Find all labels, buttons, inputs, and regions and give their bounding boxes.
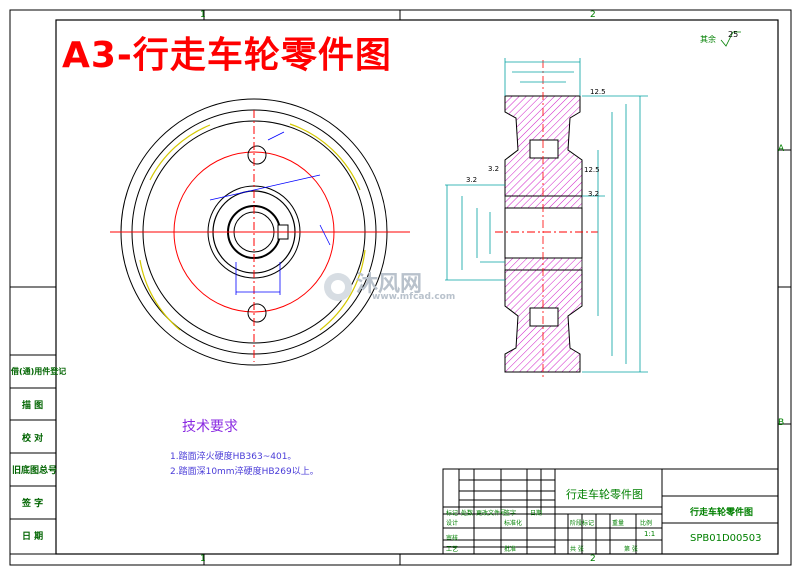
roughness-value: 25 (728, 30, 739, 39)
titleblock-standardize: 标准化 (504, 520, 523, 527)
titleblock-mark: 标记 (446, 510, 459, 517)
titleblock-approve: 批准 (504, 546, 517, 553)
sidebar-label-trace: 描 图 (22, 401, 44, 411)
grid-right-a: A (778, 144, 785, 154)
roughness-mark-2: 3.2 (466, 176, 478, 184)
roughness-note: 其余 (700, 35, 716, 44)
titleblock-sheet: 共 张 (570, 546, 584, 553)
titleblock-count: 处数 (461, 510, 474, 517)
drawing-title: A3-行走车轮零件图 (62, 35, 392, 76)
requirement-1: 1.踏面淬火硬度HB363~401。 (170, 452, 297, 462)
titleblock-process: 工艺 (446, 546, 459, 553)
titleblock-design: 设计 (446, 520, 459, 527)
title-block (442, 468, 779, 555)
grid-top-2: 2 (590, 10, 596, 20)
roughness-symbol (720, 31, 741, 47)
roughness-mark-5: 3.2 (588, 190, 600, 198)
wheel-section-view (445, 58, 648, 378)
titleblock-weight: 重量 (612, 520, 625, 527)
titleblock-scale: 1:1 (644, 530, 656, 538)
tech-requirements-heading: 技术要求 (182, 419, 238, 435)
roughness-mark-3: 12.5 (584, 166, 600, 174)
grid-top-1: 1 (200, 10, 206, 20)
requirement-2: 2.踏面深10mm淬硬度HB269以上。 (170, 467, 319, 477)
roughness-mark-4: 3.2 (488, 165, 500, 173)
grid-right-b: B (778, 418, 785, 428)
sidebar-label-borrow: 借(通)用件登记 (11, 367, 67, 376)
roughness-mark-1: 12.5 (590, 88, 606, 96)
titleblock-change-doc: 更改文件号 (476, 510, 507, 517)
watermark-text: 沐风网 (356, 272, 423, 297)
sidebar-label-proof: 校 对 (22, 434, 44, 444)
titleblock-drawing-name: 行走车轮零件图 (690, 508, 754, 518)
titleblock-signature: 签字 (504, 510, 517, 517)
watermark-url: www.mfcad.com (372, 292, 456, 302)
sidebar-label-sign: 签 字 (22, 499, 44, 509)
titleblock-stage-mark: 阶段标记 (570, 520, 595, 527)
wheel-front-view (110, 98, 410, 366)
titleblock-drawing-number: SPB01D00503 (690, 533, 762, 544)
titleblock-part-name: 行走车轮零件图 (566, 488, 643, 501)
left-sidebar-table (9, 354, 57, 555)
sidebar-label-old-number: 旧底图总号 (12, 466, 58, 476)
titleblock-page: 第 张 (624, 546, 638, 553)
grid-bottom-1: 1 (200, 554, 206, 564)
titleblock-check: 审核 (446, 535, 459, 542)
titleblock-date: 日期 (530, 510, 543, 517)
grid-bottom-2: 2 (590, 554, 596, 564)
titleblock-ratio: 比例 (640, 520, 653, 527)
sidebar-label-date: 日 期 (22, 532, 44, 542)
watermark-logo (324, 273, 352, 301)
